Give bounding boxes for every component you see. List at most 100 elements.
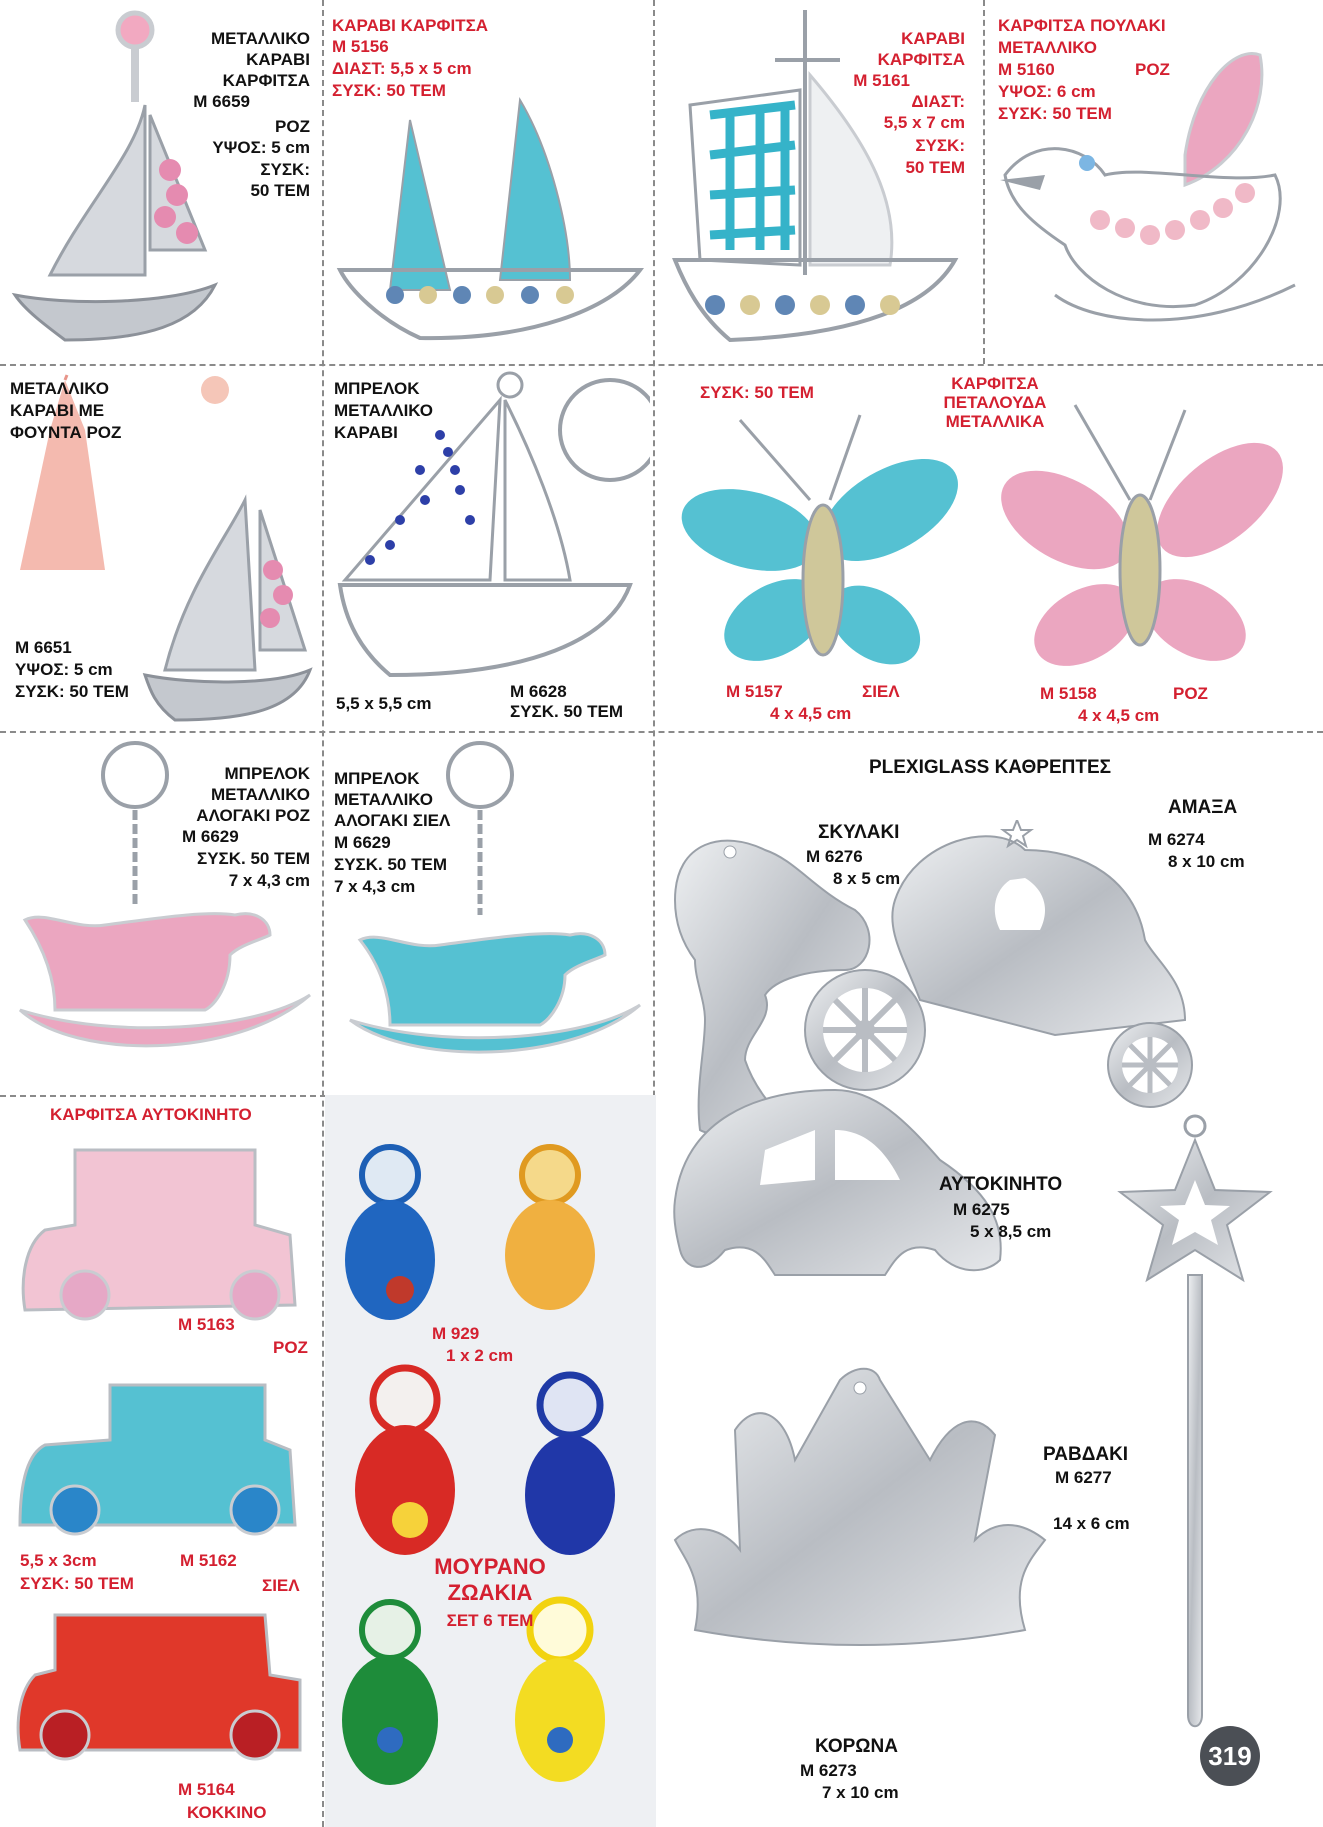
r2p1-size: ΥΨΟΣ: 5 cm — [15, 660, 113, 679]
metal-boat-pin-image — [11, 10, 219, 342]
p3-line: ΚΑΡΦΙΤΣΑ — [877, 50, 965, 69]
divider — [0, 364, 1323, 366]
r2p1-line: ΚΑΡΑΒΙ ΜΕ — [10, 401, 105, 420]
p2-size: ΔΙΑΣΤ: 5,5 x 5 cm — [332, 59, 472, 78]
p2-code: Μ 5156 — [332, 37, 389, 56]
p2-pack: ΣΥΣΚ: 50 ΤΕΜ — [332, 81, 446, 100]
p2-title: ΚΑΡΑΒΙ ΚΑΡΦΙΤΣΑ — [332, 16, 489, 35]
pink-horse-pack: ΣΥΣΚ. 50 ΤΕΜ — [197, 849, 310, 868]
keychain-boat-image — [337, 371, 650, 678]
page-number: 319 — [1200, 1726, 1260, 1786]
wand-code: Μ 6277 — [1055, 1468, 1112, 1487]
murano-animals-image — [342, 1144, 615, 1785]
p3-size: ΔΙΑΣΤ: — [911, 92, 965, 111]
bird-pin-image — [1000, 52, 1296, 322]
car-blue-color: ΣΙΕΛ — [262, 1576, 300, 1595]
butterfly-pink-color: ΡΟΖ — [1173, 684, 1208, 703]
p4-code: Μ 5160 — [998, 60, 1055, 79]
r2p1-line: ΜΕΤΑΛΛΙΚΟ — [10, 379, 110, 398]
r2p2-code: Μ 6628 — [510, 682, 567, 701]
butterfly-title: ΚΑΡΦΙΤΣΑ — [951, 374, 1039, 393]
murano-set: ΣΕΤ 6 ΤΕΜ — [446, 1611, 534, 1630]
blue-horse-code: Μ 6629 — [334, 833, 391, 852]
blue-horse-keychain-image — [349, 741, 641, 1054]
pink-horse-size: 7 x 4,3 cm — [228, 871, 310, 890]
blue-horse-pack: ΣΥΣΚ. 50 ΤΕΜ — [334, 855, 447, 874]
blue-horse-size: 7 x 4,3 cm — [334, 877, 416, 896]
plexi-title: PLEXIGLASS ΚΑΘΡΕΠΤΕΣ — [868, 757, 1112, 778]
p1-line: ΚΑΡΦΙΤΣΑ — [222, 71, 310, 90]
crown-size: 7 x 10 cm — [822, 1783, 899, 1802]
car-blue-code: Μ 5162 — [180, 1551, 237, 1570]
pink-horse-code: Μ 6629 — [182, 827, 239, 846]
r2p2-pack: ΣΥΣΚ. 50 ΤΕΜ — [510, 702, 623, 721]
pink-horse-line: ΜΕΤΑΛΛΙΚΟ — [210, 785, 310, 804]
car-red-color: ΚΟΚΚΙΝΟ — [187, 1803, 267, 1822]
car-blue-size: 5,5 x 3cm — [20, 1551, 97, 1570]
p3-size: 5,5 x 7 cm — [883, 113, 965, 132]
p1-line: ΚΑΡΑΒΙ — [246, 50, 310, 69]
car-pink-code: Μ 5163 — [178, 1315, 235, 1334]
carriage-size: 8 x 10 cm — [1168, 852, 1245, 871]
blue-horse-line: ΑΛΟΓΑΚΙ ΣΙΕΛ — [334, 811, 451, 830]
p1-pack: ΣΥΣΚ: — [260, 160, 310, 179]
car-name: ΑΥΤΟΚΙΝΗΤΟ — [939, 1174, 1063, 1195]
p1-code: Μ 6659 — [193, 92, 250, 111]
murano-size: 1 x 2 cm — [446, 1346, 514, 1365]
boat-tassel-image — [20, 374, 313, 722]
plexiglass-mirrors-image — [673, 820, 1273, 1728]
beaded-boat-5161-image — [672, 10, 959, 343]
car-red-code: Μ 5164 — [178, 1780, 235, 1799]
butterfly-blue-color: ΣΙΕΛ — [862, 682, 900, 701]
dog-code: Μ 6276 — [806, 847, 863, 866]
p4-size: ΥΨΟΣ: 6 cm — [998, 82, 1096, 101]
p4-color: ΡΟΖ — [1135, 60, 1170, 79]
r2p2-size: 5,5 x 5,5 cm — [336, 694, 432, 713]
murano-code: Μ 929 — [432, 1324, 480, 1343]
butterflies-image — [681, 404, 1283, 666]
r2p1-code: Μ 6651 — [15, 638, 72, 657]
p4-pack: ΣΥΣΚ: 50 ΤΕΜ — [998, 104, 1112, 123]
wand-size: 14 x 6 cm — [1053, 1514, 1130, 1533]
p4-title: ΜΕΤΑΛΛΙΚΟ — [998, 38, 1098, 57]
divider — [322, 0, 324, 1827]
carriage-code: Μ 6274 — [1148, 830, 1205, 849]
dog-size: 8 x 5 cm — [833, 869, 901, 888]
car-blue-pack: ΣΥΣΚ: 50 ΤΕΜ — [20, 1574, 134, 1593]
divider — [0, 731, 1323, 733]
carriage-name: ΑΜΑΞΑ — [1168, 797, 1238, 818]
butterfly-title: ΠΕΤΑΛΟΥΔΑ — [943, 393, 1047, 412]
crown-code: Μ 6273 — [800, 1761, 857, 1780]
p1-size: ΥΨΟΣ: 5 cm — [212, 138, 310, 157]
car-pink-color: ΡΟΖ — [273, 1338, 308, 1357]
r2p1-line: ΦΟΥΝΤΑ ΡΟΖ — [10, 423, 122, 442]
p3-pack: 50 ΤΕΜ — [905, 158, 965, 177]
r2p2-line: ΜΕΤΑΛΛΙΚΟ — [334, 401, 434, 420]
butterfly-blue-code: Μ 5157 — [726, 682, 783, 701]
beaded-boat-5156-image — [336, 96, 645, 341]
pink-horse-line: ΜΠΡΕΛΟΚ — [224, 764, 311, 783]
pink-horse-line: ΑΛΟΓΑΚΙ ΡΟΖ — [196, 806, 310, 825]
divider — [983, 0, 985, 364]
blue-horse-line: ΜΠΡΕΛΟΚ — [334, 769, 420, 788]
butterfly-pink-code: Μ 5158 — [1040, 684, 1097, 703]
p1-line: ΜΕΤΑΛΛΙΚΟ — [210, 29, 310, 48]
p3-pack: ΣΥΣΚ: — [915, 136, 965, 155]
butterfly-title: ΜΕΤΑΛΛΙΚΑ — [945, 412, 1045, 431]
murano-title: ΜΟΥΡΑΝΟ — [434, 1554, 546, 1579]
p3-line: ΚΑΡΑΒΙ — [901, 29, 965, 48]
p4-title: ΚΑΡΦΙΤΣΑ ΠΟΥΛΑΚΙ — [998, 16, 1166, 35]
r2p2-line: ΜΠΡΕΛΟΚ — [334, 379, 420, 398]
dog-name: ΣΚΥΛΑΚΙ — [818, 822, 900, 843]
p1-pack: 50 ΤΕΜ — [250, 181, 310, 200]
car-pins-image — [16, 1148, 302, 1761]
r2p1-pack: ΣΥΣΚ: 50 ΤΕΜ — [15, 682, 129, 701]
car-size: 5 x 8,5 cm — [970, 1222, 1052, 1241]
cars-title: ΚΑΡΦΙΤΣΑ ΑΥΤΟΚΙΝΗΤΟ — [50, 1105, 252, 1124]
divider — [653, 0, 655, 1827]
butterfly-blue-size: 4 x 4,5 cm — [770, 704, 852, 723]
r2p2-line: ΚΑΡΑΒΙ — [334, 423, 398, 442]
car-code: Μ 6275 — [953, 1200, 1010, 1219]
butterfly-pink-size: 4 x 4,5 cm — [1078, 706, 1160, 725]
p1-color: ΡΟΖ — [275, 117, 310, 136]
